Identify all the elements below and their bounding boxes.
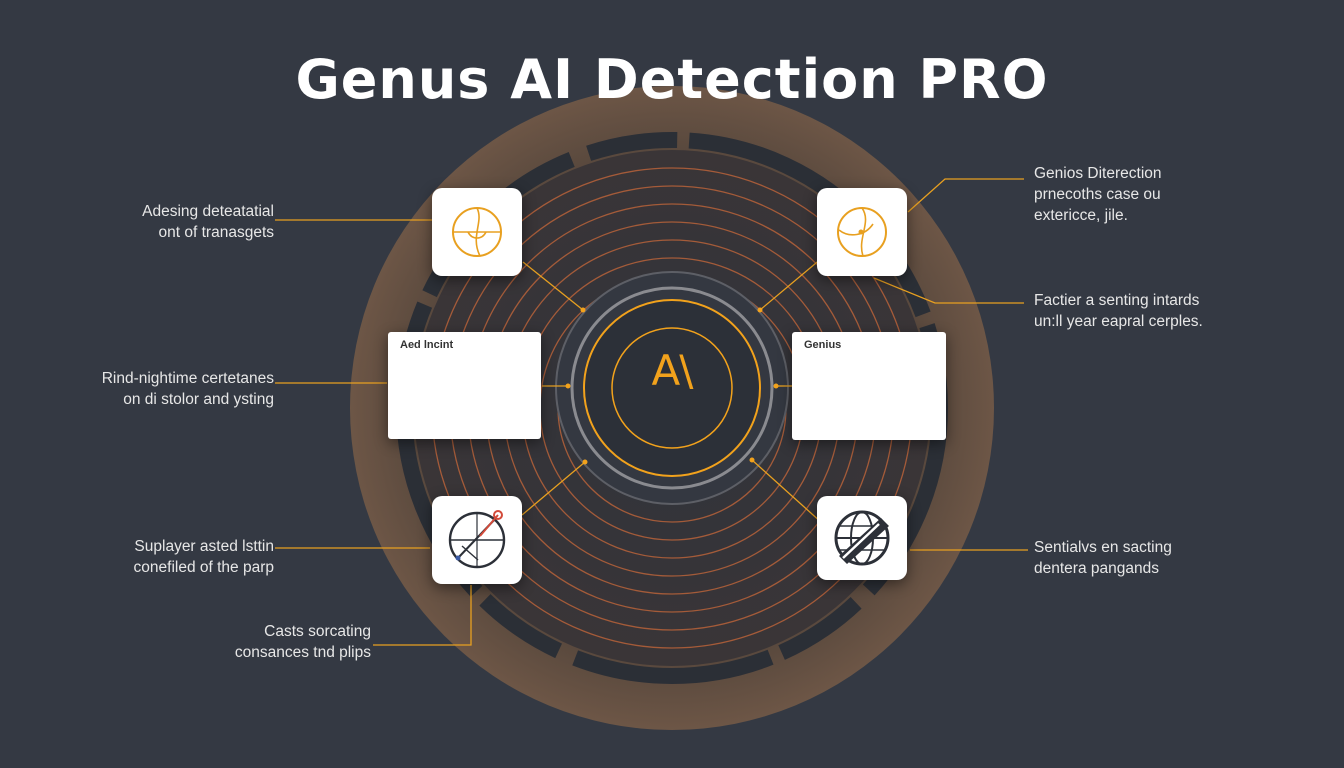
label-line: Suplayer asted lsttin: [134, 538, 274, 555]
globe-icon: [834, 510, 890, 566]
label-left-4: Casts sorcating consances tnd plips: [235, 621, 371, 663]
label-right-2: Factier a senting intards un:ll year eap…: [1034, 290, 1203, 332]
chart-card-right[interactable]: Genius: [792, 332, 946, 440]
label-line: dentera pangands: [1034, 560, 1159, 577]
left-chart-title: Aed lncint: [400, 339, 454, 351]
compass-icon: [448, 510, 506, 569]
label-line: un:ll year eapral cerples.: [1034, 313, 1203, 330]
icon-card-top-right[interactable]: [817, 188, 907, 276]
radar-icon: [452, 207, 502, 257]
label-line: Casts sorcating: [264, 623, 371, 640]
connector-lines: [275, 178, 1028, 646]
right-chart-title: Genius: [804, 339, 842, 351]
label-line: Genios Diterection: [1034, 165, 1162, 182]
label-left-1: Adesing deteatatial ont of tranasgets: [142, 201, 274, 243]
label-line: consances tnd plips: [234, 644, 371, 661]
icon-card-bottom-right[interactable]: [817, 496, 907, 580]
label-line: Adesing deteatatial: [142, 203, 274, 220]
label-line: ont of tranasgets: [158, 224, 274, 241]
radar-icon: [837, 207, 887, 257]
chart-card-left[interactable]: Aed lncint: [388, 332, 541, 439]
label-line: Rind-nightime certetanes: [101, 370, 274, 387]
label-right-3: Sentialvs en sacting dentera pangands: [1034, 537, 1172, 579]
core-ring-3: [583, 299, 761, 477]
label-line: prnecoths case ou: [1034, 186, 1161, 203]
core-ring-4: [611, 327, 733, 449]
label-line: Factier a senting intards: [1034, 292, 1200, 309]
label-line: extericce, jile.: [1034, 207, 1128, 224]
label-line: on di stolor and ysting: [123, 391, 274, 408]
core-ring-2: [570, 286, 774, 490]
page-title: Genus AI Detection PRO: [295, 48, 1049, 111]
label-line: Sentialvs en sacting: [1034, 539, 1172, 556]
icon-card-bottom-left[interactable]: [432, 496, 522, 584]
label-left-3: Suplayer asted lsttin conefiled of the p…: [134, 536, 274, 578]
label-left-2: Rind-nightime certetanes on di stolor an…: [102, 368, 274, 410]
label-right-1: Genios Diterection prnecoths case ou ext…: [1034, 163, 1162, 226]
icon-card-top-left[interactable]: [432, 188, 522, 276]
connector-dots: [565, 307, 779, 465]
ai-logo: A\: [651, 346, 694, 395]
label-line: conefiled of the parp: [133, 559, 274, 576]
